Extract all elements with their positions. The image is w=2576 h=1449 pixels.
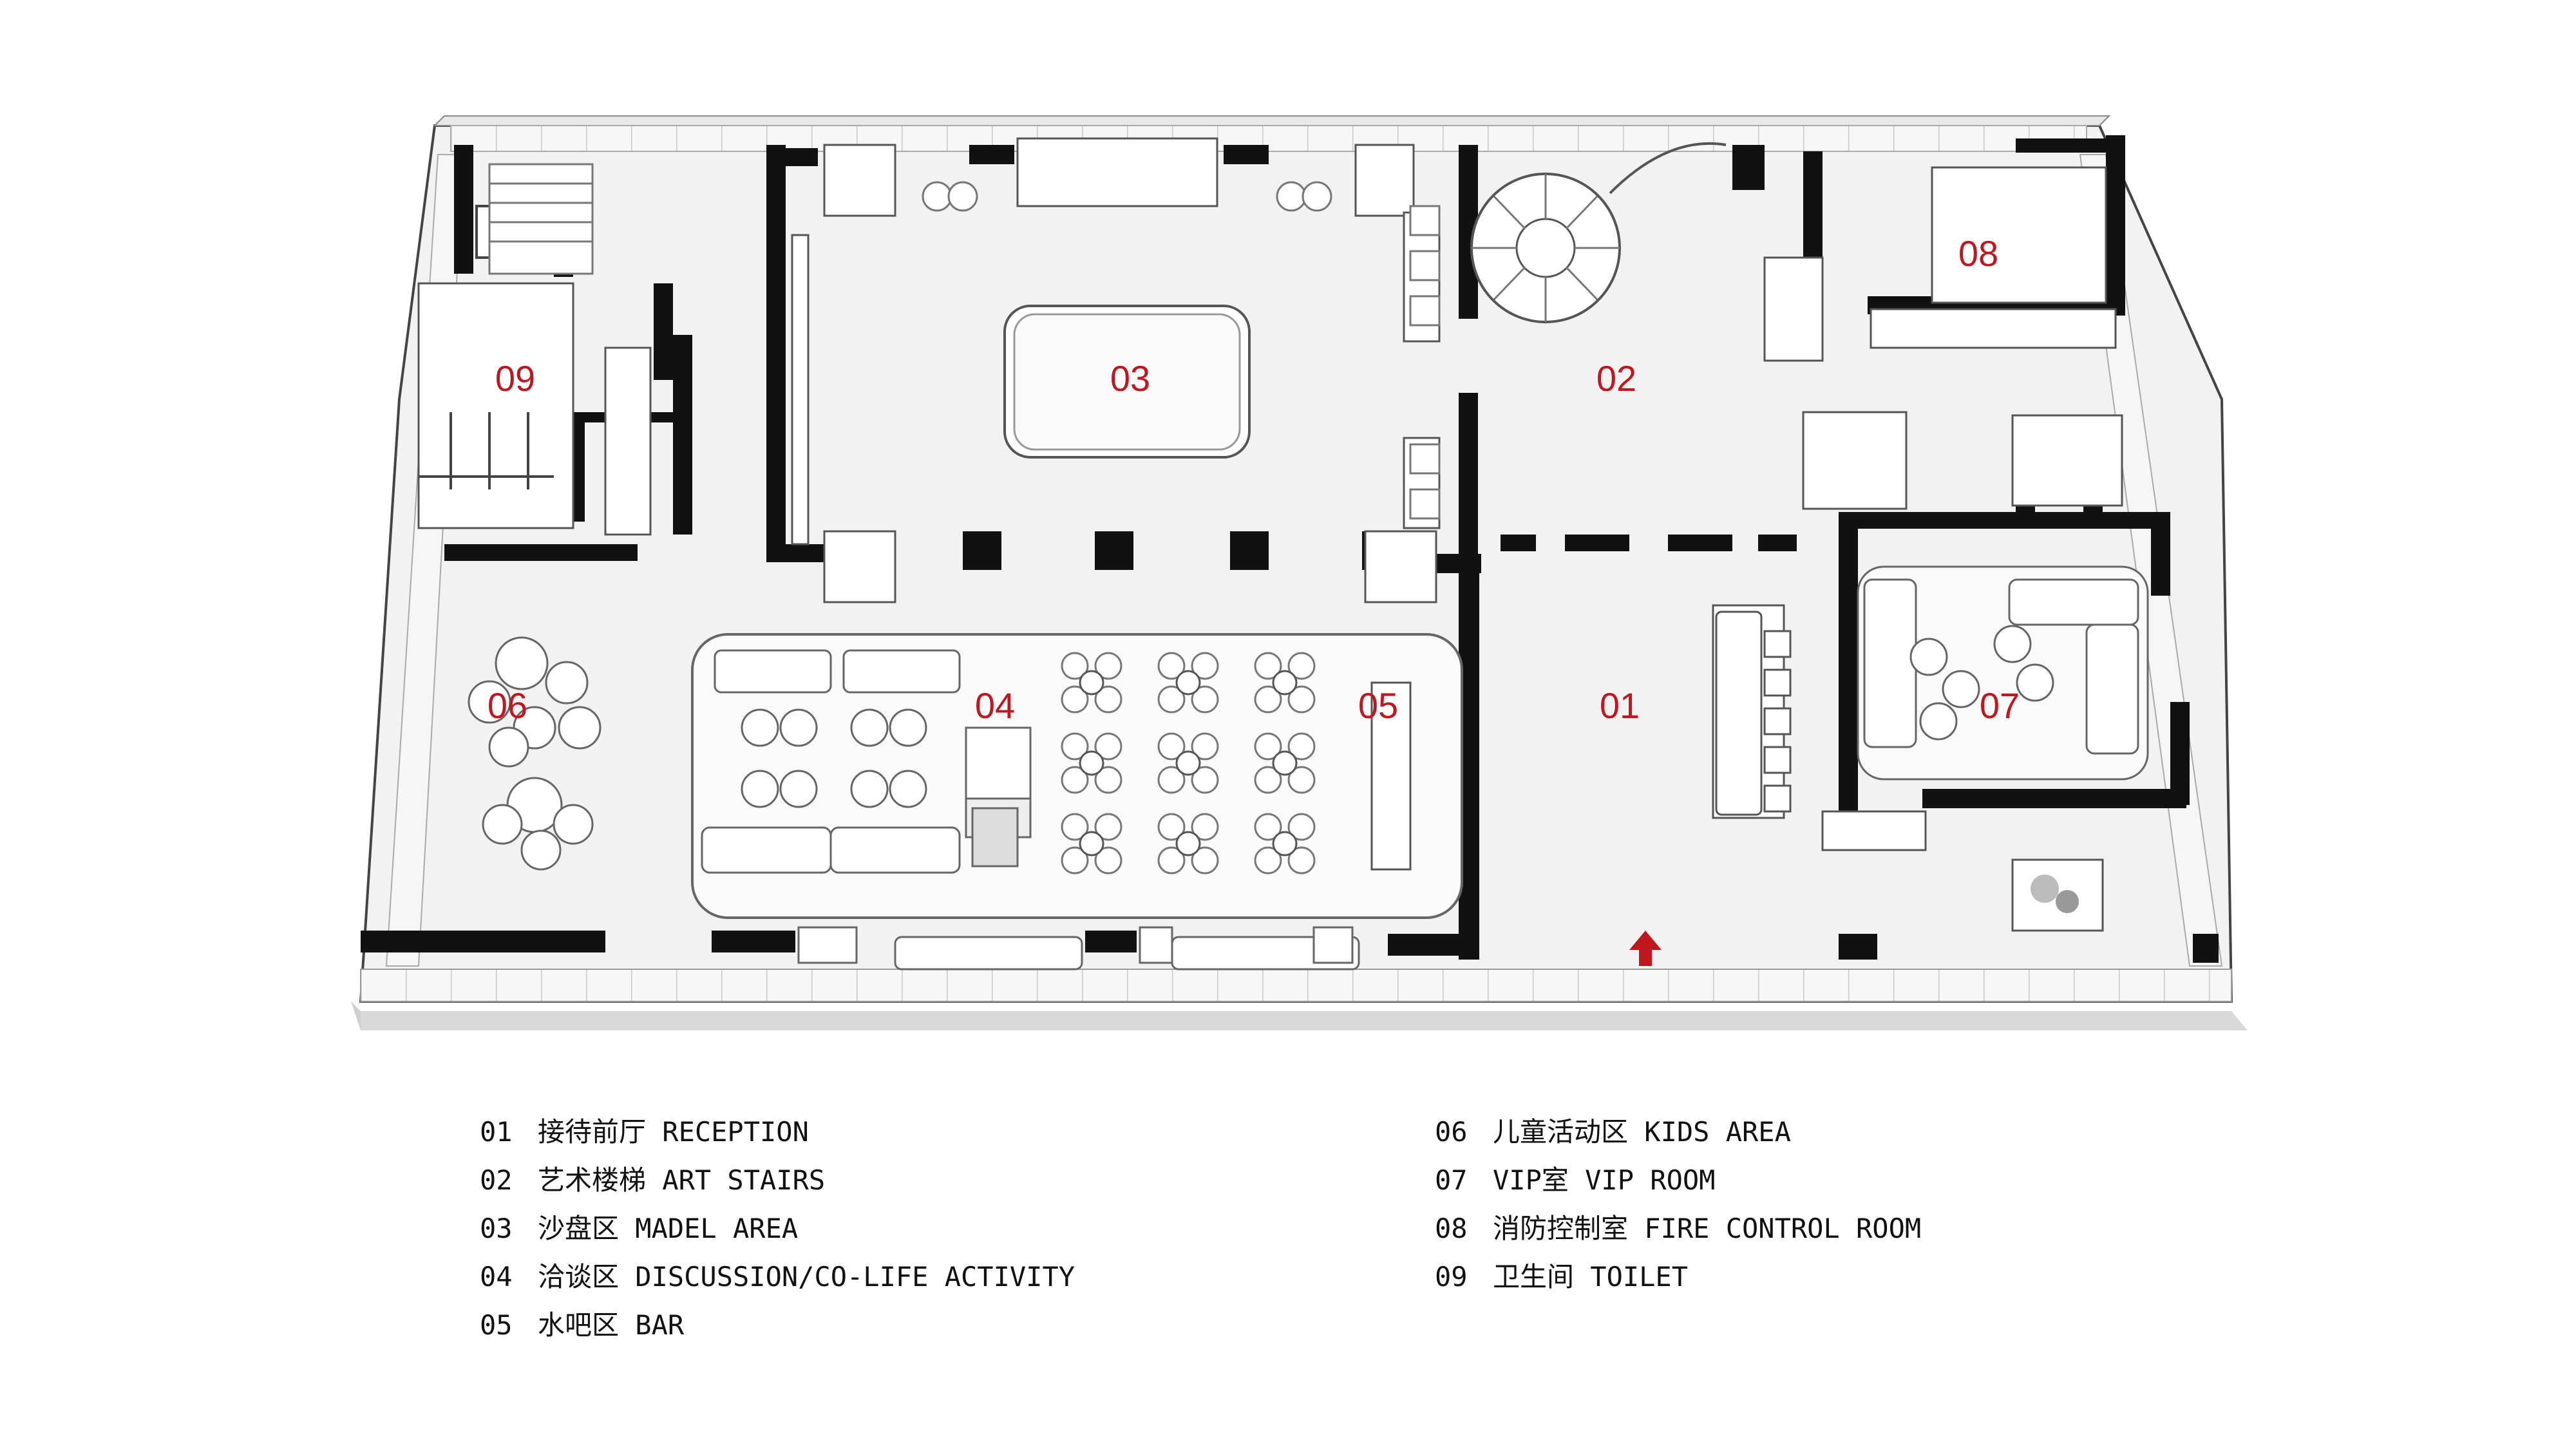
interior-walls <box>361 135 2219 963</box>
room-label-06: 06 <box>488 685 527 726</box>
building-base <box>351 1001 2248 1030</box>
room-labels: 01 02 03 04 05 06 07 08 09 <box>488 233 2020 726</box>
legend-text: 接待前厅 RECEPTION <box>538 1116 809 1148</box>
planter <box>2011 858 2104 932</box>
legend-code: 07 <box>1435 1164 1468 1196</box>
room-label-01: 01 <box>1600 685 1640 726</box>
floor-plan: 01 02 03 04 05 06 07 08 09 <box>351 115 2248 1030</box>
legend-item: 01 接待前厅 RECEPTION <box>480 1108 1075 1156</box>
legend-item: 04 洽谈区 DISCUSSION/CO-LIFE ACTIVITY <box>480 1253 1075 1301</box>
legend-text: 卫生间 TOILET <box>1493 1261 1689 1293</box>
legend-text: 儿童活动区 KIDS AREA <box>1493 1116 1791 1148</box>
legend-text: 沙盘区 MADEL AREA <box>538 1213 799 1244</box>
vip-furniture <box>1857 565 2149 781</box>
legend-text: 消防控制室 FIRE CONTROL ROOM <box>1493 1213 1922 1244</box>
spiral-stairs <box>1470 142 1727 323</box>
top-tables <box>922 181 1441 520</box>
reception-desk <box>1715 611 1792 816</box>
room-label-04: 04 <box>975 685 1015 726</box>
bottom-benches <box>797 926 1360 971</box>
room-label-03: 03 <box>1110 358 1150 399</box>
room-label-09: 09 <box>495 358 535 399</box>
legend-text: 艺术楼梯 ART STAIRS <box>538 1164 826 1196</box>
room-label-02: 02 <box>1596 358 1636 399</box>
legend-left: 01 接待前厅 RECEPTION 02 艺术楼梯 ART STAIRS 03 沙盘区… <box>480 1108 1075 1349</box>
room-label-07: 07 <box>1980 685 2020 726</box>
legend-item: 08 消防控制室 FIRE CONTROL ROOM <box>1435 1204 1921 1253</box>
entrance-arrow-icon <box>1629 931 1662 966</box>
lounge-platform <box>691 633 1463 919</box>
legend-item: 07 VIP室 VIP ROOM <box>1435 1156 1921 1204</box>
legend-item: 05 水吧区 BAR <box>480 1301 1075 1349</box>
legend-item: 03 沙盘区 MADEL AREA <box>480 1204 1075 1253</box>
legend-code: 08 <box>1435 1213 1468 1244</box>
room-label-08: 08 <box>1958 233 1998 274</box>
kids-furniture <box>468 636 601 871</box>
legend-code: 04 <box>480 1261 513 1293</box>
straight-stairs <box>488 163 594 275</box>
legend-item: 09 卫生间 TOILET <box>1435 1253 1921 1301</box>
legend-text: 水吧区 BAR <box>538 1309 685 1341</box>
legend-text: 洽谈区 DISCUSSION/CO-LIFE ACTIVITY <box>538 1261 1075 1293</box>
legend-item: 06 儿童活动区 KIDS AREA <box>1435 1108 1921 1156</box>
room-label-05: 05 <box>1358 685 1398 726</box>
legend-item: 02 艺术楼梯 ART STAIRS <box>480 1156 1075 1204</box>
legend-right: 06 儿童活动区 KIDS AREA 07 VIP室 VIP ROOM 08 消防控制… <box>1435 1108 1921 1301</box>
legend-code: 01 <box>480 1116 513 1148</box>
model-table <box>1003 305 1251 459</box>
legend-text: VIP室 VIP ROOM <box>1493 1164 1716 1196</box>
legend-code: 02 <box>480 1164 513 1196</box>
legend-code: 06 <box>1435 1116 1468 1148</box>
legend-code: 05 <box>480 1309 513 1341</box>
legend-code: 03 <box>480 1213 513 1244</box>
legend-code: 09 <box>1435 1261 1468 1293</box>
